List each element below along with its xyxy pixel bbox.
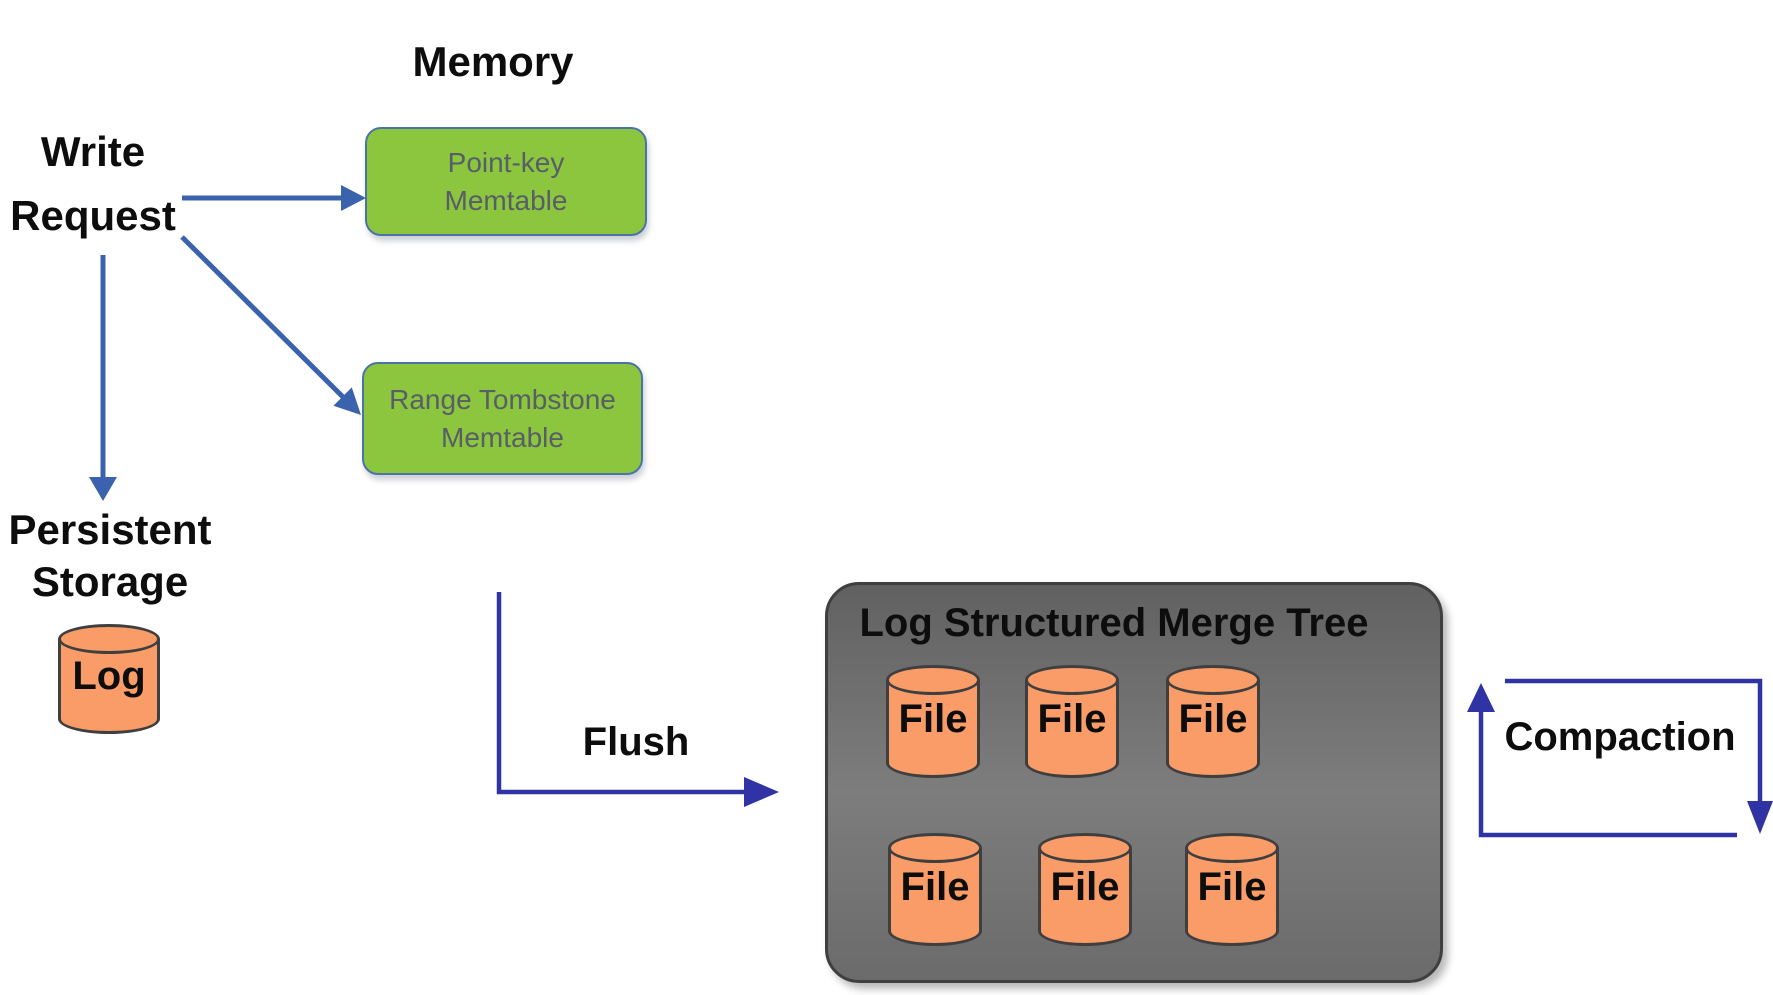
write-request-line1: Write <box>40 128 146 175</box>
log-cylinder: Log <box>58 624 160 734</box>
write-to-pointkey-arrow <box>182 185 366 211</box>
compaction-label: Compaction <box>1504 715 1736 759</box>
pointkey-memtable-box: Point-key Memtable <box>365 127 647 236</box>
range-tombstone-memtable-line1: Range Tombstone <box>389 383 616 415</box>
persistent-storage-line2: Storage <box>31 558 189 605</box>
persistent-storage-label: Persistent Storage <box>8 504 212 608</box>
file-label: File <box>1178 697 1248 741</box>
file-label: File <box>898 697 968 741</box>
log-cylinder-top <box>58 624 160 654</box>
write-to-rangetombstone-arrow <box>180 235 361 415</box>
compaction-down-arrow <box>1505 678 1773 834</box>
file-cylinder-5: File <box>1038 833 1132 946</box>
flush-label: Flush <box>582 720 690 764</box>
write-request-label: Write Request <box>0 120 186 248</box>
lsm-tree-title: Log Structured Merge Tree <box>859 601 1369 645</box>
file-label: File <box>1037 697 1107 741</box>
file-label: File <box>1050 865 1120 909</box>
file-label: File <box>1197 865 1267 909</box>
range-tombstone-memtable-line2: Memtable <box>441 421 564 453</box>
file-cylinder-4: File <box>888 833 982 946</box>
file-label: File <box>900 865 970 909</box>
file-cylinder-top <box>886 665 980 695</box>
persistent-storage-line1: Persistent <box>8 506 212 553</box>
lsm-tree-box: Log Structured Merge Tree File File File… <box>825 582 1443 983</box>
file-cylinder-top <box>1185 833 1279 863</box>
file-cylinder-top <box>888 833 982 863</box>
file-cylinder-3: File <box>1166 665 1260 778</box>
file-cylinder-top <box>1025 665 1119 695</box>
pointkey-memtable-line2: Memtable <box>444 184 568 216</box>
range-tombstone-memtable-box: Range Tombstone Memtable <box>362 362 643 475</box>
write-to-log-arrow <box>89 255 117 501</box>
file-cylinder-1: File <box>886 665 980 778</box>
file-cylinder-top <box>1166 665 1260 695</box>
file-cylinder-top <box>1038 833 1132 863</box>
memory-section-label: Memory <box>412 38 574 85</box>
file-cylinder-2: File <box>1025 665 1119 778</box>
log-label: Log <box>72 654 146 698</box>
write-request-line2: Request <box>10 192 176 239</box>
compaction-up-arrow <box>1467 683 1737 838</box>
pointkey-memtable-line1: Point-key <box>447 146 565 178</box>
flush-arrow <box>496 592 779 807</box>
file-cylinder-6: File <box>1185 833 1279 946</box>
